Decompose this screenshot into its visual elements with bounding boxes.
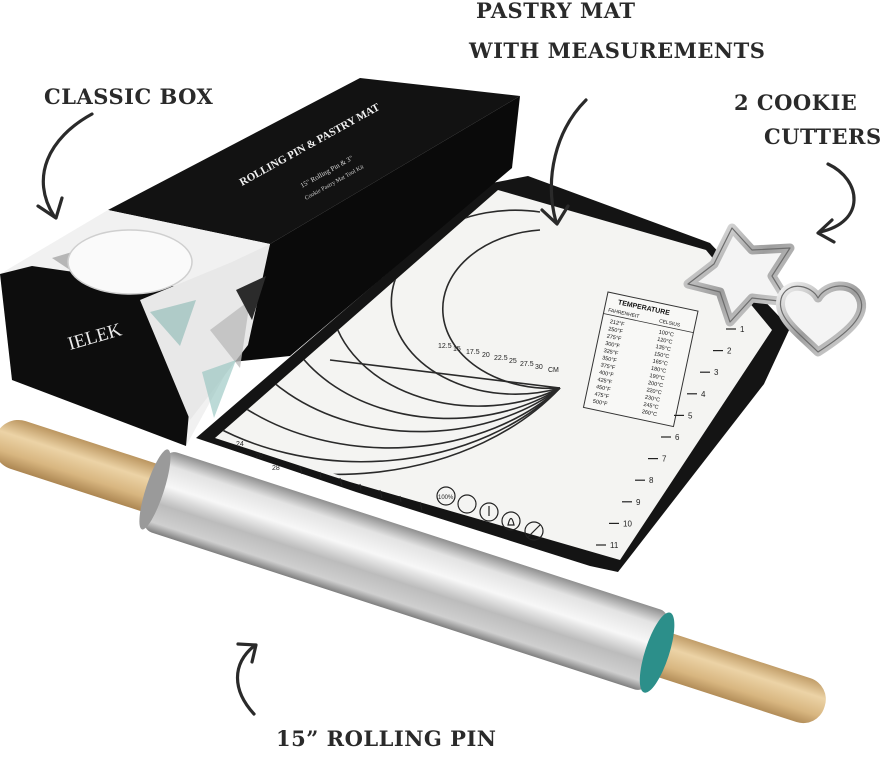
classic-box: IELEK ROLLING PIN & PASTRY MAT 15" Rolli… — [0, 78, 520, 446]
temp-fahrenheit: 500°F — [592, 399, 608, 408]
temp-fahrenheit: 250°F — [608, 326, 624, 335]
heart-cookie-cutter — [775, 281, 867, 357]
arc-label: 25 — [509, 358, 517, 365]
right-ruler-number: 7 — [662, 455, 667, 464]
box-pattern-panel — [140, 244, 270, 420]
callout-classic-box: CLASSIC BOX — [44, 84, 214, 109]
mat-left-ruler: 24 26 28 — [236, 441, 280, 472]
right-ruler-number: 11 — [610, 541, 619, 550]
flame-icon — [501, 511, 521, 531]
arc-label: 27.5 — [520, 361, 534, 368]
temp-fahrenheit: 212°F — [609, 319, 625, 328]
temp-celsius: 135°C — [655, 344, 671, 353]
rolling-pin — [0, 419, 826, 724]
mat-white-surface — [215, 190, 772, 560]
right-ruler-number: 9 — [636, 498, 641, 507]
star-cookie-cutter — [683, 223, 795, 327]
temp-fahrenheit: 425°F — [597, 377, 613, 386]
left-ruler-number: 26 — [255, 453, 263, 460]
temp-fahrenheit: 325°F — [603, 348, 619, 357]
arc-label: CM — [548, 367, 559, 374]
thermometer-icon — [479, 502, 499, 522]
left-ruler-number: 24 — [236, 441, 244, 448]
arc-label: 20 — [482, 352, 490, 359]
food-grade-badge-icon — [436, 486, 456, 506]
cookie-cutters — [683, 223, 867, 357]
left-ruler-number: 28 — [272, 465, 280, 472]
temp-fahrenheit: 300°F — [605, 341, 621, 350]
box-side-face — [232, 96, 520, 362]
dishwasher-icon — [457, 494, 477, 514]
left-wood-handle — [0, 419, 178, 514]
temp-head-c: CELSIUS — [658, 318, 681, 328]
callout-pastry-mat-measurements: WITH MEASUREMENTS — [469, 38, 766, 63]
box-top-face — [108, 78, 520, 244]
temp-celsius: 190°C — [649, 373, 665, 382]
right-ruler-number: 3 — [714, 368, 719, 377]
box-arrow-icon — [36, 112, 94, 220]
arc-label: 30 — [535, 364, 543, 371]
temp-celsius: 150°C — [653, 351, 669, 360]
temp-celsius: 245°C — [643, 402, 659, 411]
right-ruler-number: 1 — [740, 325, 745, 334]
temperature-table: TEMPERATURE FAHRENHEIT CELSIUS 212°F100°… — [582, 291, 699, 428]
temp-celsius: 100°C — [658, 329, 674, 338]
mat-right-ruler: 1 2 3 4 5 6 7 8 9 10 11 — [596, 325, 745, 550]
right-ruler-number: 10 — [623, 519, 632, 528]
right-ruler-number: 8 — [649, 476, 654, 485]
temp-celsius: 120°C — [657, 337, 673, 346]
box-window-circle — [67, 229, 193, 295]
teal-end-cap — [639, 612, 675, 693]
food-grade-badge-text: 100% — [438, 495, 454, 501]
temp-celsius: 200°C — [647, 380, 663, 389]
callout-rolling-pin: 15” ROLLING PIN — [276, 726, 497, 751]
temp-celsius: 230°C — [644, 395, 660, 404]
temp-celsius: 165°C — [652, 358, 668, 367]
mat-safety-icons: 100% — [436, 486, 544, 541]
callout-cookie-cutters-count: 2 COOKIE — [734, 90, 858, 115]
temp-celsius: 180°C — [650, 366, 666, 375]
steel-barrel — [144, 452, 668, 690]
temp-celsius: 260°C — [641, 409, 657, 418]
right-ruler-number: 5 — [688, 411, 693, 420]
right-ruler-number: 4 — [701, 390, 706, 399]
temp-fahrenheit: 275°F — [606, 334, 622, 343]
temp-fahrenheit: 475°F — [594, 391, 610, 400]
arc-label: 17.5 — [466, 349, 480, 356]
callout-cookie-cutters: CUTTERS — [764, 124, 882, 149]
right-ruler-number: 2 — [727, 347, 732, 356]
pin-arrow-icon — [235, 642, 258, 716]
mat-bottom-ticks — [299, 465, 423, 511]
mat-arrow-icon — [540, 98, 588, 226]
temp-fahrenheit: 350°F — [601, 355, 617, 364]
temp-fahrenheit: 375°F — [600, 363, 616, 372]
temperature-rows: 212°F 100°C 250°F 120°C 275°F 135°C 300°F 150°C… — [592, 319, 674, 418]
right-wood-handle — [634, 629, 826, 724]
arc-label: 22.5 — [494, 355, 508, 362]
temp-fahrenheit: 450°F — [595, 384, 611, 393]
arc-label: 12.5 — [438, 343, 452, 350]
arc-label: 15 — [453, 346, 461, 353]
mat-arc-labels: 12.5 15 17.5 20 22.5 25 27.5 30 CM — [438, 343, 559, 374]
callout-pastry-mat: PASTRY MAT — [476, 0, 636, 23]
temp-celsius: 220°C — [646, 387, 662, 396]
temp-fahrenheit: 400°F — [598, 370, 614, 379]
right-ruler-number: 6 — [675, 433, 680, 442]
pastry-mat: 12.5 15 17.5 20 22.5 25 27.5 30 CM TEMPE… — [196, 176, 790, 572]
no-knife-icon — [524, 521, 544, 541]
cutter-arrow-icon — [816, 162, 856, 244]
